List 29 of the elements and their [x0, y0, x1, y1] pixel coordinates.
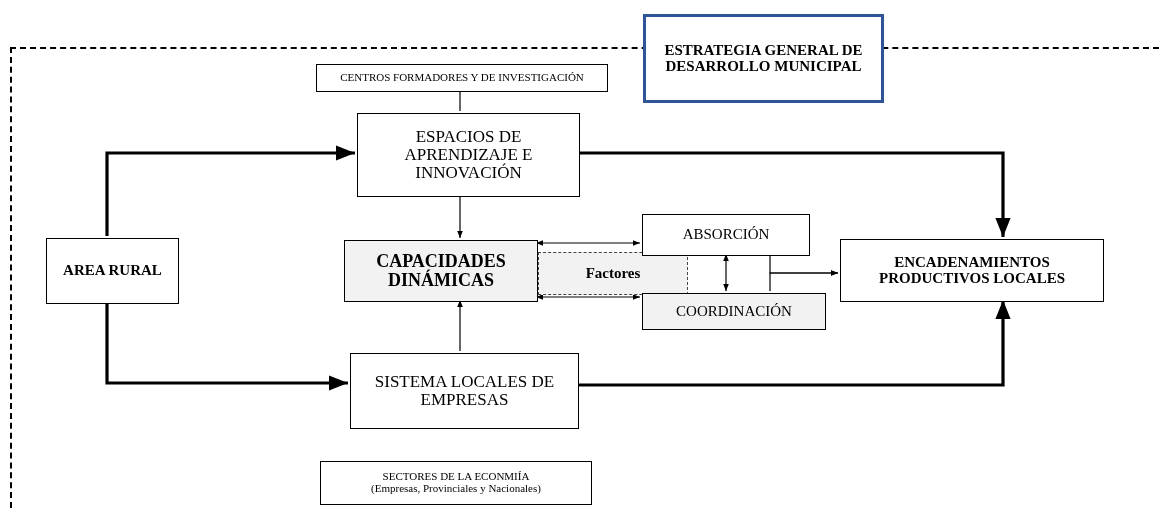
- box-label: ESTRATEGIA GENERAL DE DESARROLLO MUNICIPAL: [663, 42, 864, 75]
- arrow: [578, 151, 1011, 237]
- box-label: COORDINACIÓN: [676, 303, 792, 320]
- dashed-boundary: [10, 47, 1159, 508]
- box-label: ESPACIOS DE APRENDIZAJE E INNOVACIÓN: [403, 128, 534, 182]
- process-box: [344, 240, 538, 302]
- box-label: ABSORCIÓN: [682, 227, 770, 243]
- box-label: CENTROS FORMADORES Y DE INVESTIGACIÓN: [340, 72, 584, 84]
- process-box: [320, 461, 592, 505]
- box-label: Factores: [585, 265, 641, 282]
- box-label: SECTORES DE LA ECONMIÍA: [382, 471, 530, 483]
- dashed-box: [538, 252, 688, 295]
- arrow: [105, 145, 355, 236]
- box-label: SISTEMA LOCALES DE EMPRESAS: [373, 373, 556, 409]
- process-box: [643, 14, 884, 103]
- process-box: [316, 64, 608, 92]
- process-box: [840, 239, 1104, 302]
- process-box: [46, 238, 179, 304]
- arrow: [769, 270, 839, 292]
- box-label: AREA RURAL: [63, 263, 162, 279]
- process-box: [350, 353, 579, 429]
- box-label: (Empresas, Provinciales y Nacionales): [371, 483, 541, 495]
- arrow: [105, 302, 348, 391]
- process-box: [642, 293, 826, 330]
- process-box: [642, 214, 810, 256]
- box-label: CAPACIDADES DINÁMICAS: [375, 252, 507, 290]
- box-label: ENCADENAMIENTOS PRODUCTIVOS LOCALES: [878, 254, 1066, 287]
- process-box: [357, 113, 580, 197]
- arrow: [577, 300, 1011, 387]
